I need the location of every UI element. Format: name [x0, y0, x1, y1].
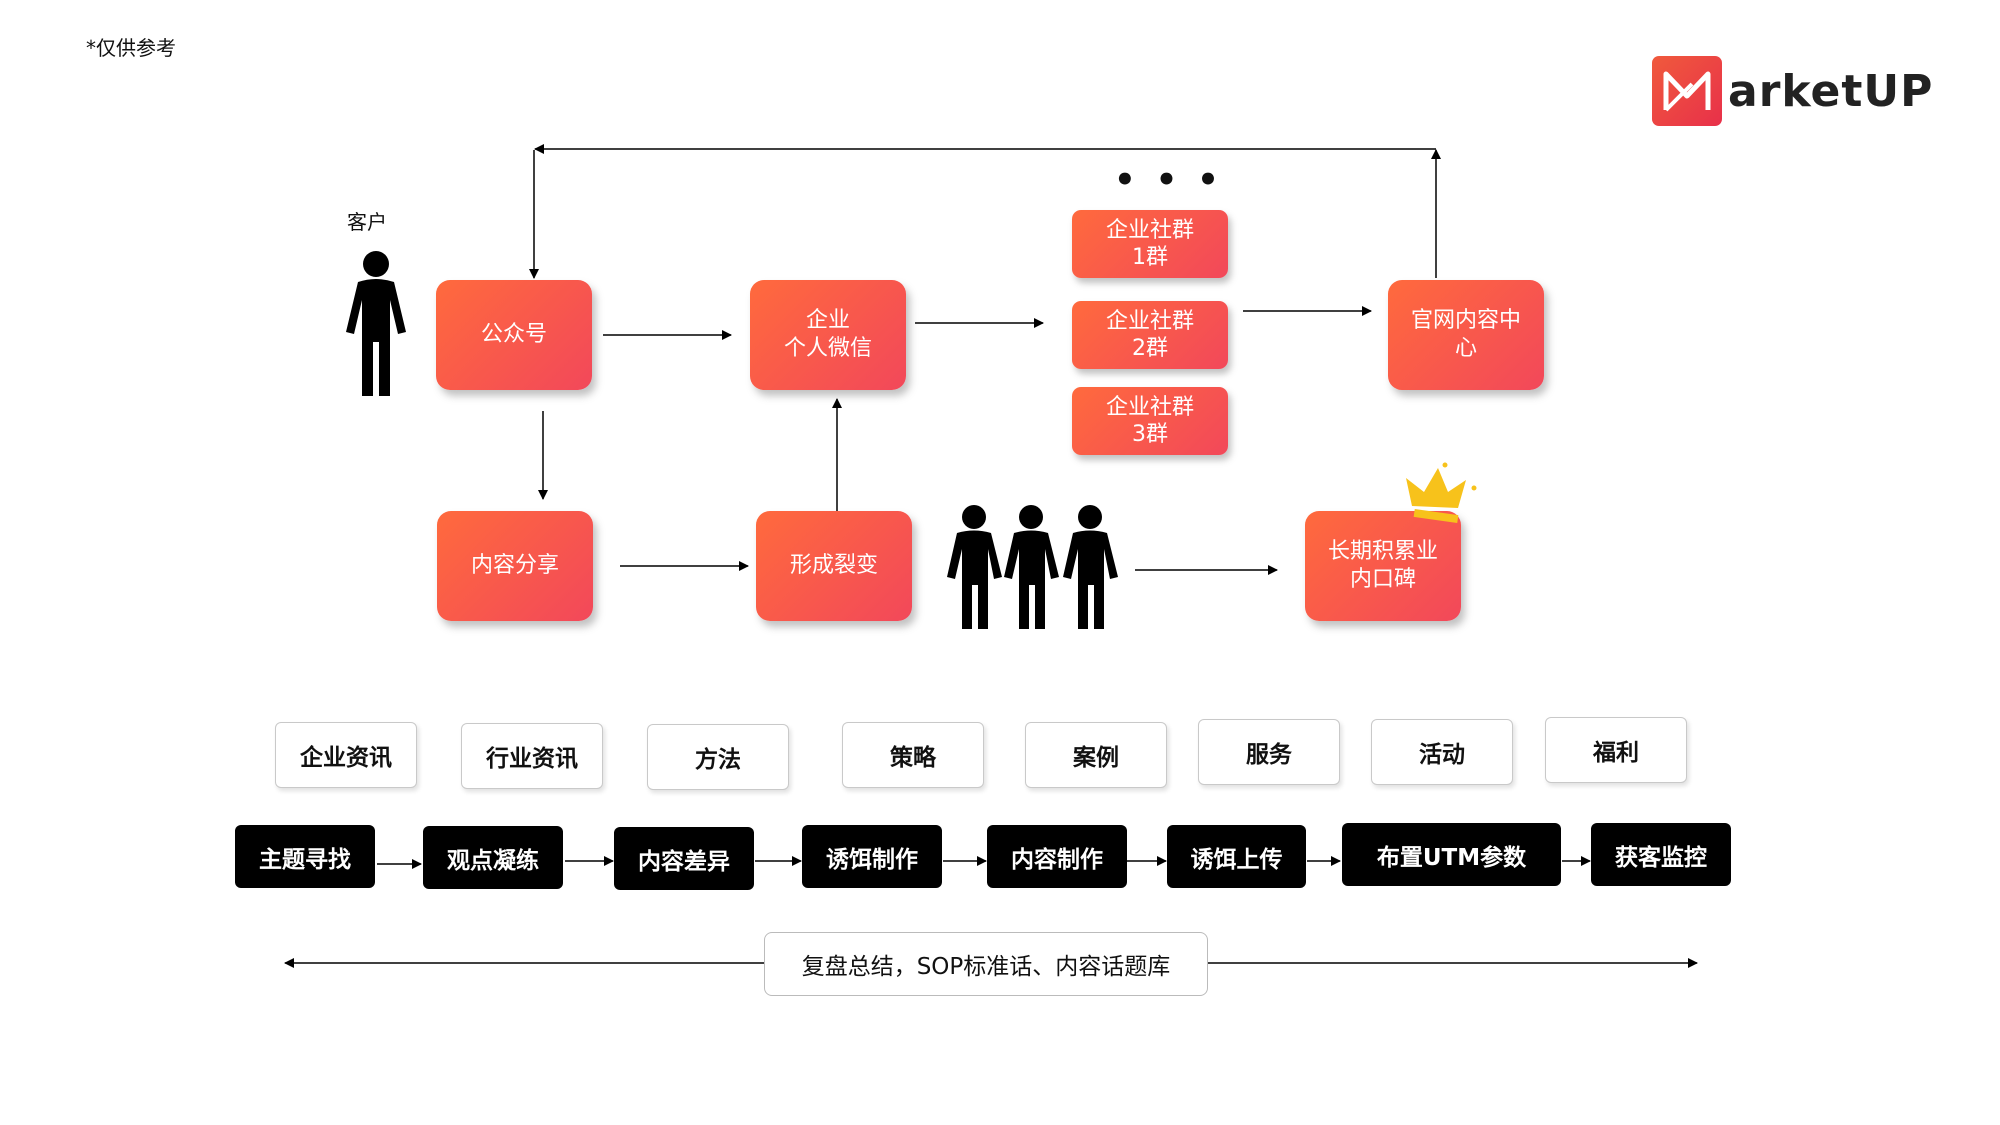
- step-bait-upload: 诱饵上传: [1167, 825, 1306, 888]
- box-website-content: 官网内容中 心: [1388, 280, 1544, 390]
- marketup-logo: arketUP: [1652, 55, 1934, 127]
- box-website-line2: 心: [1454, 336, 1477, 361]
- category-strategy: 策略: [842, 722, 984, 788]
- category-company-news: 企业资讯: [275, 722, 417, 788]
- step-utm-setup: 布置UTM参数: [1342, 823, 1561, 886]
- step-viewpoint-refining-label: 观点凝练: [447, 847, 539, 874]
- box-group-3-line1: 企业社群: [1105, 395, 1194, 420]
- box-reputation: 长期积累业 内口碑: [1305, 511, 1461, 621]
- step-content-differentiation: 内容差异: [614, 827, 754, 890]
- step-utm-setup-label: 布置UTM参数: [1376, 844, 1527, 871]
- customer-label: 客户: [347, 210, 387, 234]
- step-topic-finding-label: 主题寻找: [259, 846, 351, 873]
- step-content-differentiation-label: 内容差异: [638, 848, 730, 875]
- step-bait-making-label: 诱饵制作: [826, 846, 918, 873]
- box-fission: 形成裂变: [756, 511, 912, 621]
- step-bait-making: 诱饵制作: [802, 825, 942, 888]
- box-reputation-line2: 内口碑: [1349, 567, 1416, 592]
- box-gongzhonghao: 公众号: [436, 280, 592, 390]
- category-cases-label: 案例: [1073, 745, 1119, 771]
- logo-text: arketUP: [1728, 65, 1934, 117]
- category-methods-label: 方法: [695, 747, 741, 773]
- category-events: 活动: [1371, 719, 1513, 785]
- category-events-label: 活动: [1419, 742, 1465, 768]
- box-wechat-line1: 企业: [805, 308, 850, 333]
- people-group-icon: [947, 505, 1118, 629]
- box-group-1: 企业社群 1群: [1072, 210, 1228, 278]
- category-benefits-label: 福利: [1593, 740, 1639, 766]
- step-lead-monitoring-label: 获客监控: [1615, 844, 1707, 871]
- reference-note: *仅供参考: [86, 36, 176, 60]
- category-industry-news: 行业资讯: [461, 723, 603, 789]
- box-fission-label: 形成裂变: [789, 553, 878, 578]
- box-group-3-line2: 3群: [1132, 422, 1168, 447]
- step-content-production-label: 内容制作: [1011, 846, 1103, 873]
- category-services-label: 服务: [1246, 742, 1292, 768]
- box-group-2: 企业社群 2群: [1072, 301, 1228, 369]
- box-wechat-line2: 个人微信: [783, 336, 872, 361]
- logo-m-icon: [1652, 56, 1722, 126]
- box-group-3: 企业社群 3群: [1072, 387, 1228, 455]
- box-gongzhonghao-label: 公众号: [480, 322, 547, 347]
- step-topic-finding: 主题寻找: [235, 825, 375, 888]
- step-viewpoint-refining: 观点凝练: [423, 826, 563, 889]
- summary-label: 复盘总结，SOP标准话、内容话题库: [801, 954, 1171, 980]
- category-industry-news-label: 行业资讯: [486, 746, 578, 772]
- box-content-share-label: 内容分享: [470, 553, 559, 578]
- box-content-share: 内容分享: [437, 511, 593, 621]
- box-wechat: 企业 个人微信: [750, 280, 906, 390]
- box-group-1-line1: 企业社群: [1105, 218, 1194, 243]
- step-lead-monitoring: 获客监控: [1591, 823, 1731, 886]
- category-cases: 案例: [1025, 722, 1167, 788]
- category-methods: 方法: [647, 724, 789, 790]
- summary-box: 复盘总结，SOP标准话、内容话题库: [764, 932, 1208, 996]
- category-services: 服务: [1198, 719, 1340, 785]
- step-content-production: 内容制作: [987, 825, 1127, 888]
- category-strategy-label: 策略: [890, 745, 936, 771]
- box-group-2-line2: 2群: [1132, 336, 1168, 361]
- box-group-1-line2: 1群: [1132, 245, 1168, 270]
- box-group-2-line1: 企业社群: [1105, 309, 1194, 334]
- box-reputation-line1: 长期积累业: [1327, 539, 1438, 564]
- box-website-line1: 官网内容中: [1410, 308, 1521, 333]
- more-groups-ellipsis: • • •: [1114, 160, 1223, 200]
- crown-icon: [1406, 462, 1477, 524]
- category-company-news-label: 企业资讯: [300, 745, 392, 771]
- customer-person-icon: [346, 251, 406, 396]
- category-benefits: 福利: [1545, 717, 1687, 783]
- step-bait-upload-label: 诱饵上传: [1190, 846, 1283, 873]
